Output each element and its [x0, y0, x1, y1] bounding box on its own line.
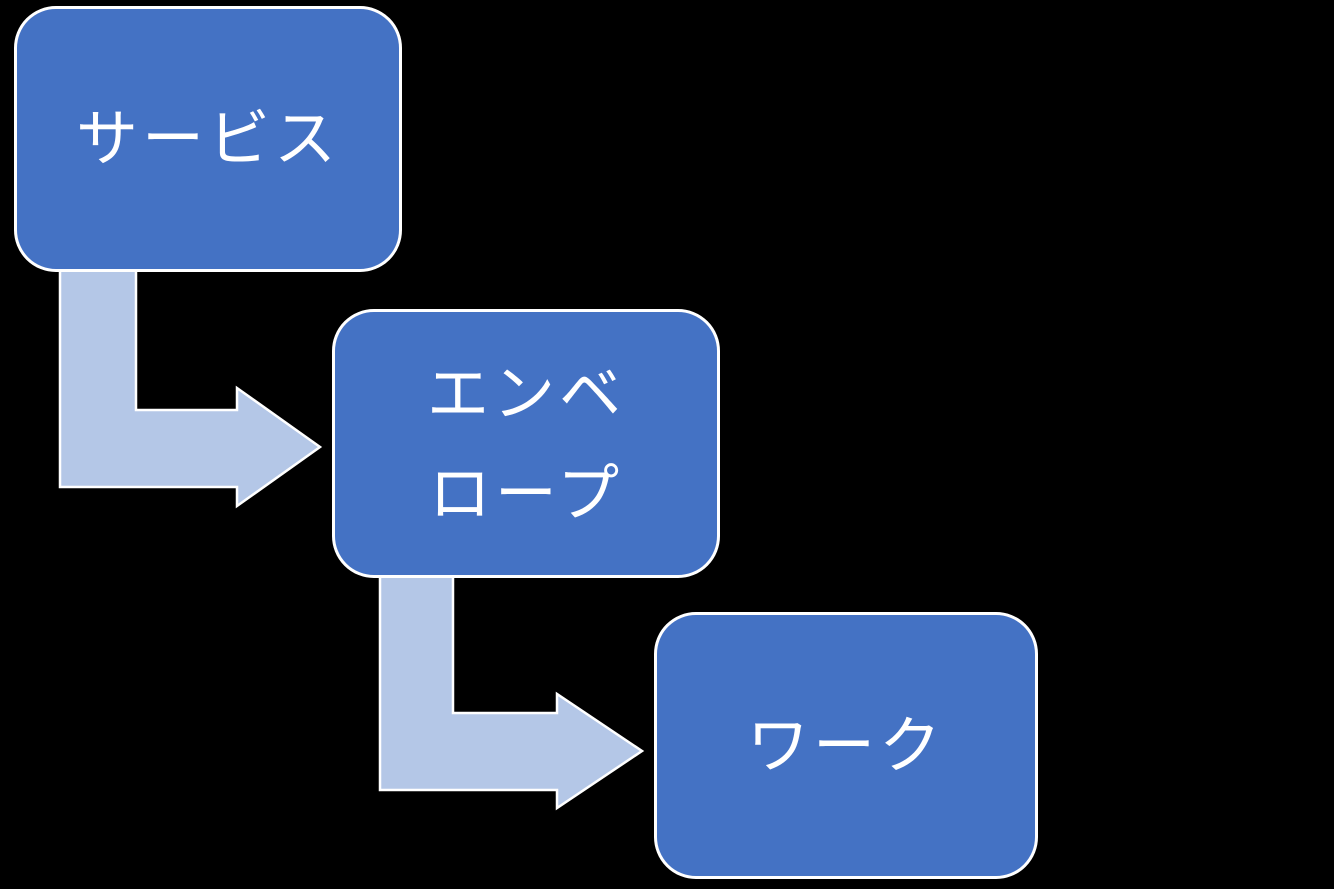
process-node-envelope-label: エンベ ロープ [426, 357, 625, 530]
process-node-work: ワーク [654, 612, 1038, 879]
process-node-service: サービス [14, 6, 402, 272]
bent-arrow-connector-1 [58, 260, 323, 509]
process-node-work-label: ワーク [746, 708, 945, 782]
bent-arrow-connector-2 [378, 570, 645, 811]
process-node-service-label: サービス [75, 102, 340, 176]
process-node-envelope: エンベ ロープ [332, 309, 720, 578]
